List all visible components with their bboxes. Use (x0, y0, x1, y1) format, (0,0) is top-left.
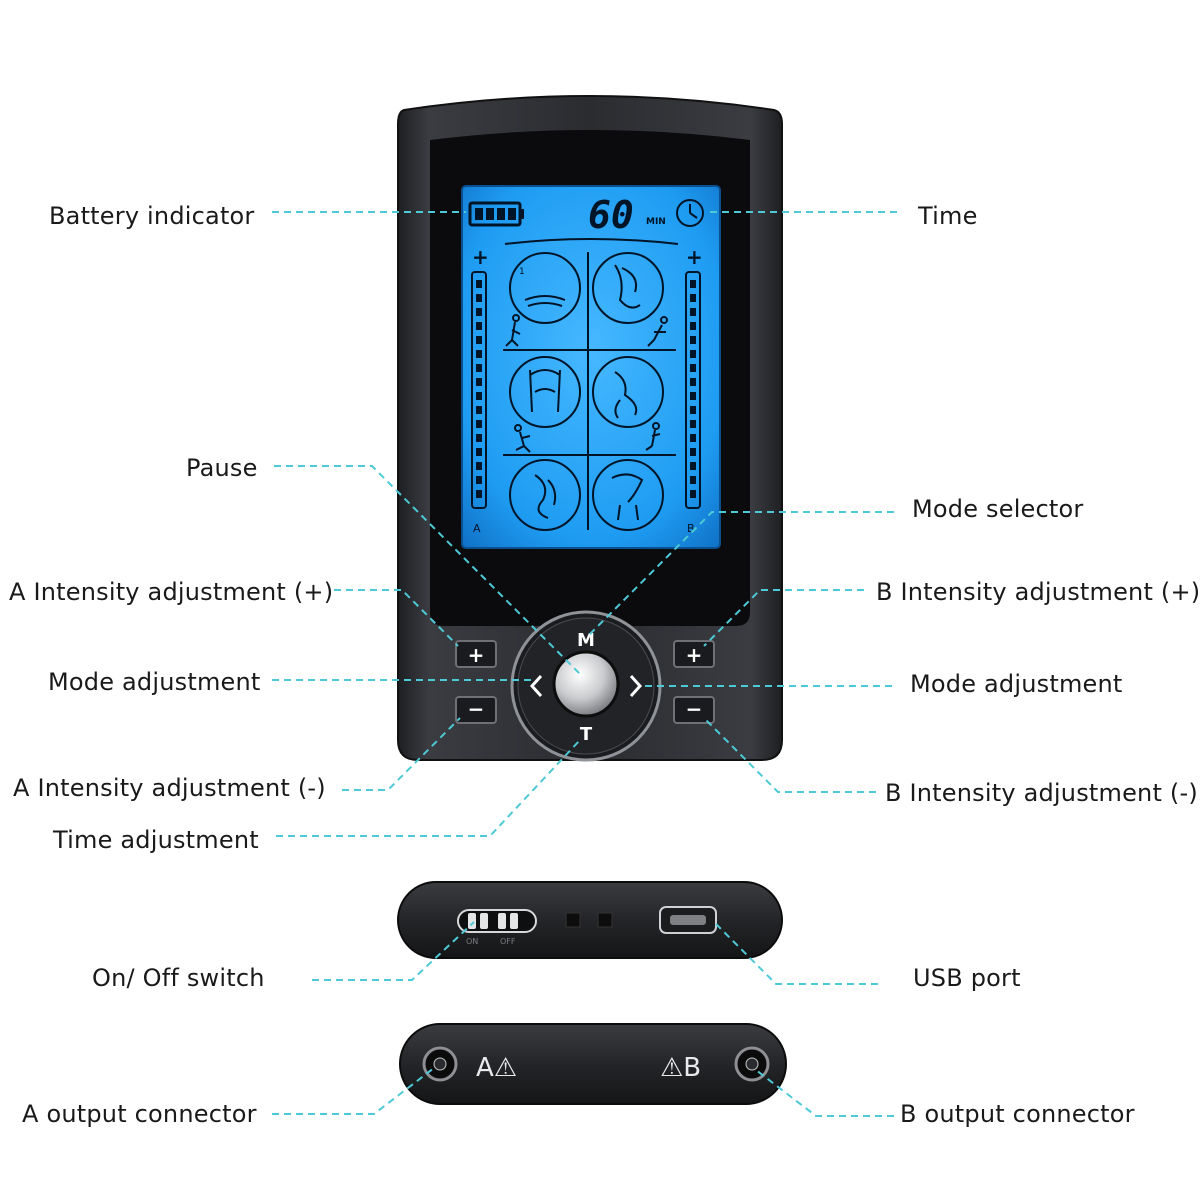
label-a-intensity-minus: A Intensity adjustment (-) (13, 774, 326, 802)
label-b-intensity-plus: B Intensity adjustment (+) (876, 578, 1200, 606)
mode-selector-button[interactable]: M (577, 630, 595, 651)
label-pause: Pause (186, 454, 258, 482)
time-adjust-button[interactable]: T (580, 724, 593, 745)
b-minus-button[interactable]: − (673, 696, 715, 724)
leader-lines (272, 211, 900, 1117)
intensity-segment (476, 280, 482, 288)
intensity-segment (690, 406, 696, 414)
intensity-segment (690, 448, 696, 456)
svg-text:+: + (686, 245, 703, 269)
intensity-segment (476, 476, 482, 484)
svg-text:−: − (468, 697, 485, 721)
intensity-bar-a: + A (471, 245, 489, 535)
intensity-segment (690, 476, 696, 484)
usb-port[interactable] (659, 906, 717, 934)
svg-text:−: − (686, 697, 703, 721)
intensity-segment (690, 322, 696, 330)
intensity-segment (476, 392, 482, 400)
intensity-segment (476, 490, 482, 498)
port-b-label: ⚠B (660, 1053, 701, 1083)
b-plus-button[interactable]: + (673, 640, 715, 668)
switch-on-label: ON (466, 937, 478, 946)
intensity-segment (476, 336, 482, 344)
label-b-output-connector: B output connector (900, 1100, 1135, 1128)
intensity-segment (476, 308, 482, 316)
clock-icon (676, 199, 704, 227)
intensity-segment (476, 350, 482, 358)
device-bottom-edge (399, 1023, 787, 1105)
label-b-intensity-minus: B Intensity adjustment (-) (885, 779, 1198, 807)
svg-text:+: + (686, 643, 703, 667)
svg-text:+: + (472, 245, 489, 269)
label-battery-indicator: Battery indicator (49, 202, 255, 230)
intensity-segment (476, 378, 482, 386)
indicator-hole (597, 912, 613, 928)
intensity-segment (690, 350, 696, 358)
intensity-segment (476, 462, 482, 470)
label-onoff-switch: On/ Off switch (92, 964, 265, 992)
intensity-segment (476, 448, 482, 456)
label-mode-selector: Mode selector (912, 495, 1084, 523)
pause-button[interactable] (552, 650, 620, 718)
svg-text:+: + (468, 643, 485, 667)
intensity-segment (690, 392, 696, 400)
channel-b-letter: B (687, 522, 695, 535)
intensity-bar-b: + B (685, 245, 703, 535)
indicator-hole (565, 912, 581, 928)
intensity-segment (690, 308, 696, 316)
intensity-segment (690, 294, 696, 302)
intensity-segment (690, 336, 696, 344)
port-a-label: A⚠ (476, 1053, 517, 1083)
label-a-output-connector: A output connector (22, 1100, 257, 1128)
intensity-segment (476, 434, 482, 442)
chevron-left-icon[interactable] (529, 674, 543, 698)
battery-icon (468, 201, 524, 227)
intensity-segment (690, 490, 696, 498)
device-top-edge (397, 881, 783, 959)
intensity-segment (690, 420, 696, 428)
switch-off-label: OFF (500, 937, 516, 946)
lcd-screen (461, 185, 721, 549)
intensity-segment (690, 434, 696, 442)
timer-unit: MIN (646, 217, 666, 227)
intensity-segment (690, 280, 696, 288)
chevron-right-icon[interactable] (629, 674, 643, 698)
intensity-segment (476, 294, 482, 302)
label-a-intensity-plus: A Intensity adjustment (+) (9, 578, 334, 606)
a-minus-button[interactable]: − (455, 696, 497, 724)
intensity-segment (476, 420, 482, 428)
label-time: Time (918, 202, 978, 230)
label-usb-port: USB port (913, 964, 1021, 992)
onoff-switch[interactable]: ON OFF (457, 909, 537, 946)
intensity-segment (690, 364, 696, 372)
label-time-adjustment: Time adjustment (53, 826, 259, 854)
intensity-segment (476, 322, 482, 330)
program-number: 1 (519, 267, 525, 277)
a-plus-button[interactable]: + (455, 640, 497, 668)
intensity-segment (476, 364, 482, 372)
intensity-segment (476, 406, 482, 414)
label-mode-adjustment-right: Mode adjustment (910, 670, 1123, 698)
channel-a-letter: A (473, 522, 481, 535)
massage-program-icons (503, 252, 676, 531)
intensity-segment (690, 378, 696, 386)
intensity-segment (690, 462, 696, 470)
a-output-connector[interactable] (422, 1046, 458, 1082)
label-mode-adjustment-left: Mode adjustment (48, 668, 261, 696)
timer-value: 60 (588, 193, 634, 237)
